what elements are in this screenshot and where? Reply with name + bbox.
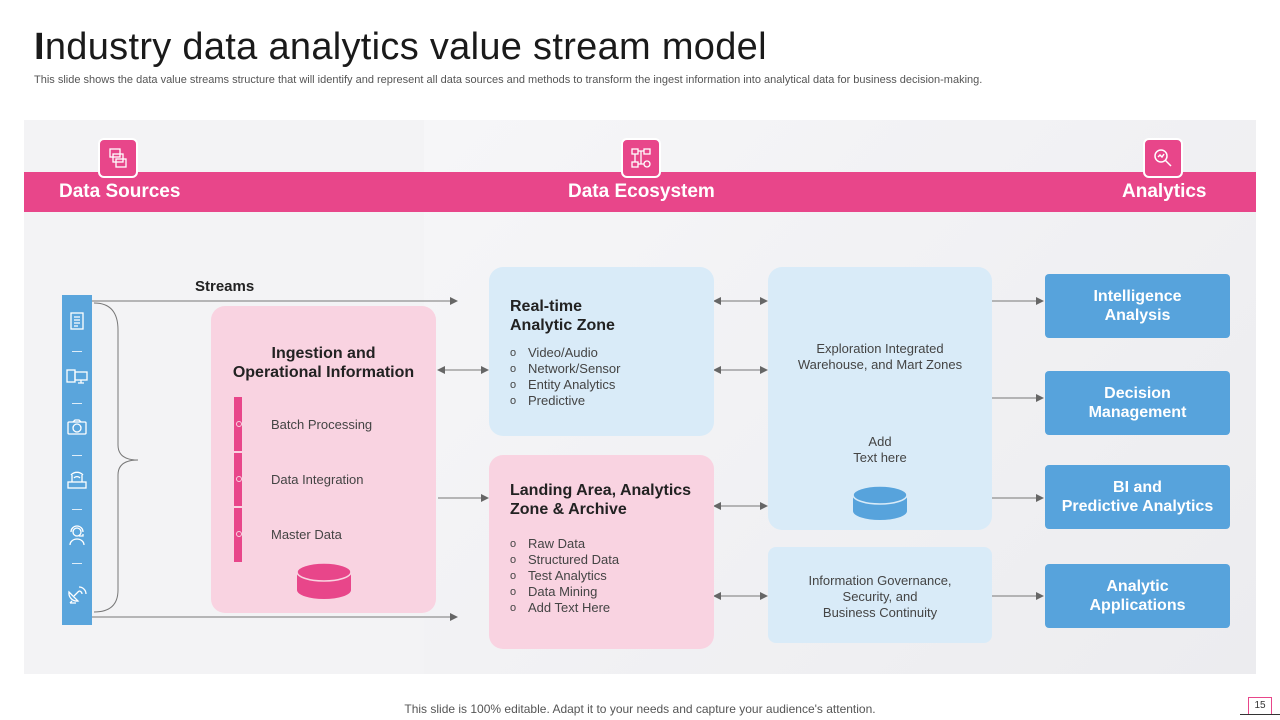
exploration-add-line1: Add — [868, 434, 892, 449]
header-data-sources: Data Sources — [59, 181, 181, 202]
exploration-add-text: Add Text here — [768, 434, 992, 466]
page-title: Industry data analytics value stream mod… — [34, 26, 767, 69]
governance-line1: Information Governance, — [808, 573, 952, 588]
ingestion-item: Data Integration — [271, 472, 364, 487]
router-icon — [65, 469, 89, 493]
landing-title: Landing Area, Analytics Zone & Archive — [510, 481, 691, 519]
bullet-marker: o — [510, 395, 517, 407]
support-agent-icon — [65, 523, 89, 547]
ingestion-marker-sep — [234, 451, 242, 453]
ingestion-title-line2: Operational Information — [232, 364, 415, 381]
bullet-marker: o — [510, 347, 517, 359]
bullet-marker: o — [510, 570, 517, 582]
bullet-marker: o — [510, 554, 517, 566]
landing-area-box — [489, 455, 714, 649]
bullet-marker: o — [510, 379, 517, 391]
ingestion-title-line1: Ingestion and — [271, 345, 376, 362]
ingestion-title: Ingestion and Operational Information — [211, 344, 436, 382]
realtime-zone-box — [489, 267, 714, 436]
page-number-underline — [1240, 714, 1280, 715]
ingestion-item: Master Data — [271, 527, 342, 542]
exploration-text: Exploration Integrated Warehouse, and Ma… — [768, 341, 992, 373]
landing-title-line2: Zone & Archive — [510, 501, 627, 518]
governance-box — [768, 547, 992, 643]
ingestion-marker-sep — [234, 506, 242, 508]
ingestion-dot — [236, 421, 242, 427]
landing-item: Test Analytics — [528, 568, 607, 583]
document-icon — [65, 309, 89, 333]
bullet-marker: o — [510, 363, 517, 375]
landing-item: Add Text Here — [528, 600, 611, 615]
exploration-add-line2: Text here — [853, 450, 907, 465]
bullet-marker: o — [510, 602, 517, 614]
header-analytics: Analytics — [1122, 181, 1207, 202]
ingestion-box — [211, 306, 436, 613]
bullet-marker: o — [510, 538, 517, 550]
analytics-box-line1: Decision — [1104, 385, 1171, 402]
realtime-item: Entity Analytics — [528, 377, 616, 392]
realtime-title-line1: Real-time — [510, 298, 583, 315]
footer-note: This slide is 100% editable. Adapt it to… — [404, 702, 876, 716]
ingestion-item: Batch Processing — [271, 417, 373, 432]
governance-text: Information Governance, Security, and Bu… — [768, 573, 992, 621]
analytics-box-line2: Management — [1088, 404, 1187, 421]
landing-item: Data Mining — [528, 584, 598, 599]
realtime-item: Network/Sensor — [528, 361, 621, 376]
realtime-item: Predictive — [528, 393, 586, 408]
title-first-letter: I — [34, 26, 45, 68]
realtime-title: Real-time Analytic Zone — [510, 297, 615, 335]
exploration-line2: Warehouse, and Mart Zones — [797, 357, 963, 372]
satellite-dish-icon — [65, 581, 89, 605]
landing-item: Structured Data — [528, 552, 620, 567]
bullet-marker: o — [510, 586, 517, 598]
header-band — [24, 172, 1256, 212]
analytics-box-line2: Applications — [1089, 597, 1186, 614]
network-nodes-icon — [621, 138, 661, 178]
governance-line3: Business Continuity — [822, 605, 938, 620]
realtime-title-line2: Analytic Zone — [510, 317, 615, 334]
analytics-box-line1: BI and — [1113, 479, 1162, 496]
search-analytics-icon — [1143, 138, 1183, 178]
camera-icon — [65, 415, 89, 439]
page-number: 15 — [1248, 697, 1272, 715]
ingestion-dot — [236, 531, 242, 537]
database-files-icon — [98, 138, 138, 178]
landing-title-line1: Landing Area, Analytics — [510, 482, 692, 499]
analytics-box-line1: Analytic — [1106, 578, 1169, 595]
header-data-ecosystem: Data Ecosystem — [568, 181, 715, 202]
streams-bar — [62, 295, 92, 625]
analytics-box-line2: Analysis — [1104, 307, 1171, 324]
landing-item: Raw Data — [528, 536, 586, 551]
database-icon-blue — [852, 485, 908, 520]
realtime-item: Video/Audio — [528, 345, 598, 360]
exploration-line1: Exploration Integrated — [816, 341, 944, 356]
title-rest: ndustry data analytics value stream mode… — [44, 26, 767, 68]
monitor-icon — [65, 365, 89, 389]
governance-line2: Security, and — [842, 589, 918, 604]
database-icon-pink — [296, 562, 352, 599]
analytics-box-line1: Intelligence — [1093, 288, 1182, 305]
analytics-box-line2: Predictive Analytics — [1061, 498, 1214, 515]
page-subtitle: This slide shows the data value streams … — [34, 74, 983, 86]
ingestion-dot — [236, 476, 242, 482]
streams-label: Streams — [195, 278, 255, 295]
